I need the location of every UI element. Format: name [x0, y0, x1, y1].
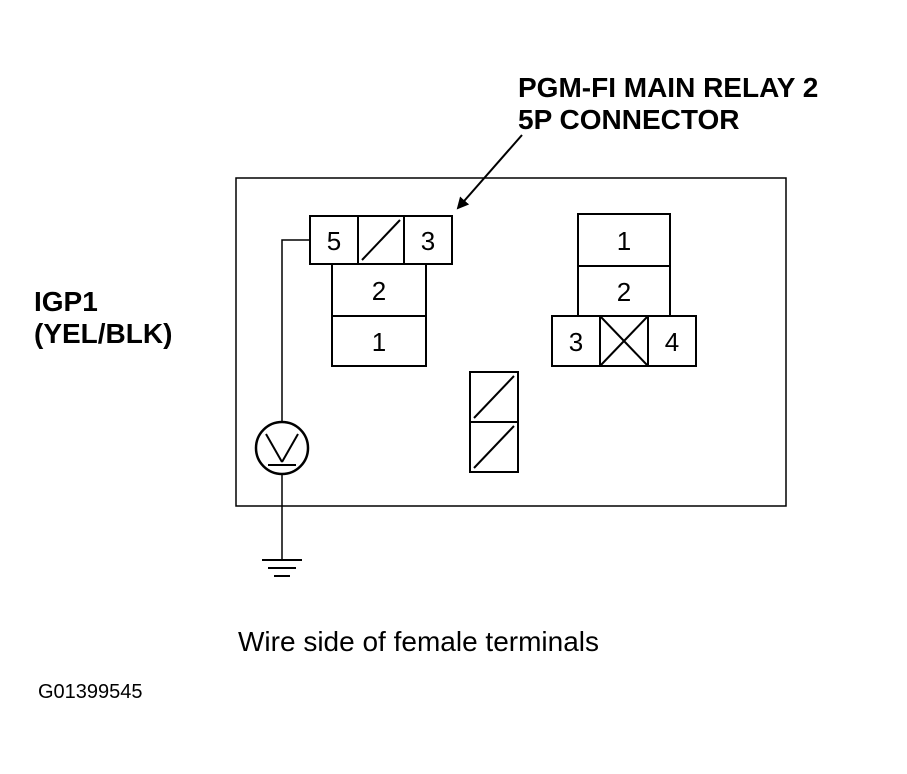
- ground-icon: [262, 559, 302, 577]
- right-terminal-4-cell: [647, 315, 697, 367]
- terminal-5-label: 5: [327, 226, 341, 256]
- crossed-terminal-slash-b: [599, 315, 649, 367]
- wire-label: IGP1 (YEL/BLK): [34, 286, 172, 350]
- terminal-3-label: 3: [421, 226, 435, 256]
- center-blank-slash-top: [473, 375, 515, 419]
- right-terminal-4-label: 4: [665, 327, 679, 357]
- figure-id: G01399545: [38, 681, 143, 703]
- right-terminal-1-label: 1: [617, 226, 631, 256]
- wire-label-line-1: IGP1: [34, 286, 98, 317]
- probe-wire: [281, 239, 310, 422]
- connector-title-line-1: PGM-FI MAIN RELAY 2: [518, 72, 819, 103]
- pointer-arrow: [456, 134, 523, 210]
- terminal-2-label: 2: [372, 276, 386, 306]
- terminal-1-cell: [331, 315, 427, 367]
- terminal-3-cell: [403, 215, 453, 265]
- terminal-1-label: 1: [372, 327, 386, 357]
- center-blank-terminals: [469, 371, 519, 473]
- right-terminal-3-label: 3: [569, 327, 583, 357]
- connector-title-line-2: 5P CONNECTOR: [518, 104, 740, 135]
- connector-housing: [235, 177, 787, 507]
- connector-title: PGM-FI MAIN RELAY 2 5P CONNECTOR: [518, 72, 818, 136]
- wire-label-line-2: (YEL/BLK): [34, 318, 173, 349]
- voltmeter-icon: [254, 420, 310, 476]
- right-connector: 1 2 3 4: [551, 213, 697, 367]
- center-blank-slash-bottom: [473, 425, 515, 469]
- blank-terminal-slash: [361, 219, 401, 261]
- left-connector: 5 3 2 1: [309, 215, 453, 367]
- diagram-caption: Wire side of female terminals: [238, 626, 600, 657]
- right-terminal-2-label: 2: [617, 277, 631, 307]
- center-blank-cell-bottom: [469, 421, 519, 473]
